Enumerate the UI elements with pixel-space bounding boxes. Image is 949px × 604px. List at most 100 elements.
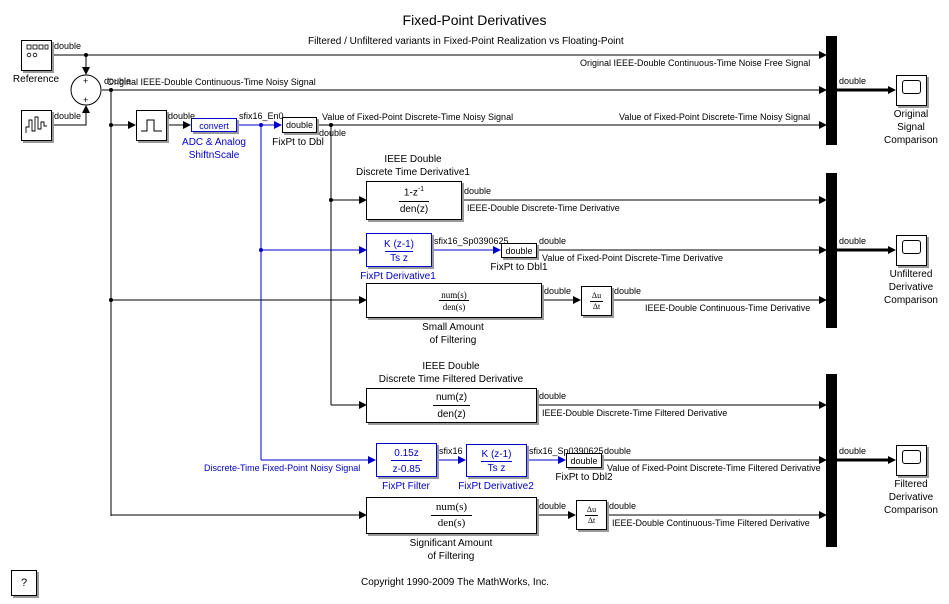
sig-orig-noisy: Original IEEE-Double Continuous-Time Noi… — [107, 77, 316, 87]
sig-mux1-type: double — [839, 76, 867, 86]
signal-builder-icon — [26, 44, 49, 58]
derivative-block-2[interactable]: Δu Δt — [576, 500, 607, 530]
fixpt-deriv2-numerator: K (z-1) — [481, 449, 512, 460]
sig-filtered-unfiltered: Filtered / Unfiltered variants in Fixed-… — [308, 36, 624, 47]
derivative2-du: Δu — [586, 505, 597, 514]
scope2-label1: Unfiltered — [889, 269, 933, 280]
fixpt-deriv2-block[interactable]: K (z-1) Ts z — [466, 444, 527, 477]
mux-unfiltered[interactable] — [826, 173, 837, 328]
scope-filtered[interactable] — [896, 445, 927, 476]
fixpt-to-dbl-block[interactable]: double — [282, 117, 317, 133]
small-filter-label2: of Filtering — [429, 335, 477, 346]
sig-mux2-type: double — [839, 236, 867, 246]
fixpt-filter-denominator: z-0.85 — [392, 464, 421, 475]
reference-source-block[interactable] — [21, 40, 52, 71]
sig-fixpt-dt-filt-deriv: Value of Fixed-Point Discrete-Time Filte… — [607, 463, 821, 473]
sig-tf-numerator: num(s) — [435, 501, 468, 513]
fixpt-deriv1-block[interactable]: K (z-1) Ts z — [366, 233, 432, 267]
adc-label-line1: ADC & Analog — [182, 137, 246, 148]
scope-icon — [902, 240, 921, 254]
scope3-label2: Derivative — [888, 492, 934, 503]
fixpt-to-dbl2-label: FixPt to Dbl2 — [555, 472, 613, 483]
sig-sfix16-en0: sfix16_En0 — [239, 111, 284, 121]
fixpt-to-dbl-inner: double — [285, 120, 314, 130]
fixpt-to-dbl1-block[interactable]: double — [501, 243, 537, 258]
fixpt-filter-block[interactable]: 0.15z z-0.85 — [376, 443, 437, 477]
fixpt-filter-numerator: 0.15z — [394, 448, 419, 459]
sum-block[interactable] — [70, 74, 102, 106]
ieee-filt-denominator: den(z) — [437, 409, 466, 420]
mux-original[interactable] — [826, 36, 837, 145]
small-filter-label1: Small Amount — [422, 322, 484, 333]
scope-icon — [902, 450, 921, 464]
wire-noise-to-sum — [52, 105, 90, 126]
fixpt-to-dbl2-inner: double — [570, 456, 598, 466]
scope-unfiltered[interactable] — [896, 235, 927, 266]
ieee-deriv1-title1: IEEE Double — [384, 154, 442, 165]
scope1-label1: Original — [893, 109, 929, 120]
fixpt-to-dbl1-inner: double — [505, 246, 533, 256]
fixpt-to-dbl2-block[interactable]: double — [566, 453, 602, 468]
convert-block[interactable]: convert — [191, 118, 237, 132]
sig-sig-filter-type: double — [539, 501, 567, 511]
fixpt-deriv2-denominator: Ts z — [487, 463, 506, 474]
scope2-label3: Comparison — [884, 295, 938, 306]
sig-sfix16-sp1: sfix16_Sp0390625 — [434, 236, 509, 246]
scope3-label3: Comparison — [884, 505, 938, 516]
zero-order-hold-icon — [141, 119, 162, 132]
zero-order-hold-block[interactable] — [136, 110, 167, 141]
fixpt-filter-label: FixPt Filter — [382, 481, 430, 492]
fixpt-to-dbl-label: FixPt to Dbl — [272, 137, 324, 148]
sig-orig-noise-free: Original IEEE-Double Continuous-Time Noi… — [580, 58, 811, 68]
sig-sfix16: sfix16 — [439, 446, 463, 456]
sig-filter-block[interactable]: num(s) den(s) — [366, 497, 537, 534]
sig-sig-deriv-type: double — [609, 501, 637, 511]
convert-text: convert — [199, 121, 229, 131]
ieee-filt-title1: IEEE Double — [422, 361, 480, 372]
small-tf-denominator: den(s) — [442, 302, 466, 312]
sig-filt-type: double — [539, 391, 567, 401]
sig-sum-type: double — [104, 76, 132, 86]
scope3-label1: Filtered — [894, 479, 928, 490]
adc-label-line2: ShiftnScale — [188, 150, 240, 161]
sig-dbl-type: double — [319, 128, 347, 138]
sig-noise-type: double — [54, 111, 82, 121]
noise-source-block[interactable] — [21, 110, 52, 141]
help-button[interactable]: ? — [11, 570, 37, 596]
small-filter-block[interactable]: num(s) den(s) — [366, 283, 542, 318]
fixpt-deriv1-label: FixPt Derivative1 — [360, 271, 436, 282]
sig-small-filter-type: double — [544, 286, 572, 296]
scope1-label3: Comparison — [884, 135, 938, 146]
ieee-filt-deriv-block[interactable]: num(z) den(z) — [366, 388, 537, 423]
scope-original[interactable] — [896, 75, 927, 106]
sum-plus-top: + — [83, 76, 89, 86]
derivative2-dt: Δt — [587, 516, 596, 525]
ieee-filt-title2: Discrete Time Filtered Derivative — [378, 374, 524, 385]
small-tf-numerator: num(s) — [441, 290, 467, 300]
diagram-title: Fixed-Point Derivatives — [402, 12, 547, 28]
ieee-deriv1-numerator: 1-z-1 — [403, 186, 425, 199]
sig-ieee-ct-deriv: IEEE-Double Continuous-Time Derivative — [645, 303, 811, 313]
scope-icon — [902, 80, 921, 94]
ieee-deriv1-block[interactable]: 1-z-1 den(z) — [366, 181, 462, 220]
copyright-text: Copyright 1990-2009 The MathWorks, Inc. — [360, 577, 550, 588]
sig-filter-label1: Significant Amount — [409, 538, 493, 549]
derivative1-du: Δu — [591, 291, 602, 300]
mux-filtered[interactable] — [826, 374, 837, 547]
reference-label: Reference — [12, 74, 60, 85]
ieee-deriv1-denominator: den(z) — [399, 204, 429, 215]
sig-ieee-dt-filt-deriv: IEEE-Double Discrete-Time Filtered Deriv… — [542, 408, 728, 418]
derivative-block-1[interactable]: Δu Δt — [581, 286, 612, 316]
fixpt-deriv2-label: FixPt Derivative2 — [458, 481, 534, 492]
sig-tf-denominator: den(s) — [437, 517, 466, 529]
fixpt-to-dbl1-label: FixPt to Dbl1 — [490, 262, 548, 273]
sum-plus-bottom: + — [83, 95, 89, 105]
sig-fixpt-noisy: Value of Fixed-Point Discrete-Time Noisy… — [322, 112, 514, 122]
fixpt-deriv1-denominator: Ts z — [390, 253, 408, 264]
derivative1-dt: Δt — [592, 302, 601, 311]
sig-deriv1-type: double — [464, 186, 492, 196]
sig-sfix16-sp2: sfix16_Sp0390625 — [529, 446, 604, 456]
sig-zoh-type: double — [168, 111, 196, 121]
sig-dbl1-type: double — [539, 236, 567, 246]
